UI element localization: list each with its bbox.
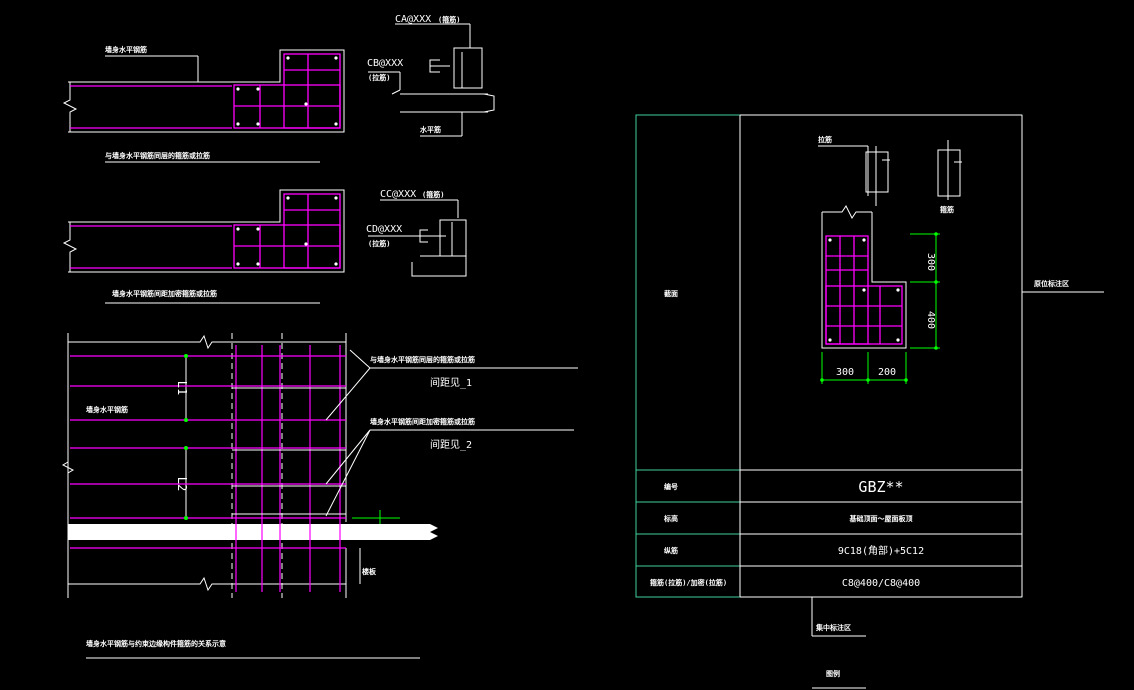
row-value-elevation: 基础顶面～屋面板顶 — [849, 514, 913, 523]
detail-a-callout-bottom: 水平筋 — [420, 125, 441, 134]
row-label-number: 编号 — [664, 482, 678, 491]
detail-c-leader-label: 墙身水平钢筋 — [86, 405, 128, 414]
detail-a-note: 与墙身水平钢筋同层的箍筋或拉筋 — [105, 151, 210, 160]
dim-200-horizontal: 200 — [878, 367, 896, 378]
row-value-stirrups: C8@400/C8@400 — [842, 578, 920, 589]
row-value-long-bars: 9C18(角部)+5C12 — [838, 544, 924, 557]
detail-c: L1 L2 墙身水平钢筋 与墙身水平钢筋同层的箍筋或拉筋 间距见_1 墙身水平钢… — [61, 333, 578, 659]
side-label: 原位标注区 — [1034, 279, 1069, 288]
detail-a-callout-ca-tag: (箍筋) — [438, 15, 460, 24]
detail-a: 墙身水平钢筋 与墙身水平钢筋同层的箍筋或拉筋 CA@XXX (箍筋) CB@XX… — [62, 14, 495, 163]
detail-a-callout-cb-tag: (拉筋) — [368, 73, 390, 82]
detail-a-callout-cb: CB@XXX — [367, 58, 403, 69]
dim-300-vertical: 300 — [925, 253, 936, 271]
bottom-label: 集中标注区 — [815, 623, 851, 632]
row-label-elevation: 标高 — [663, 514, 678, 523]
detail-a-callout-ca: CA@XXX — [395, 14, 431, 25]
detail-c-note-1: 与墙身水平钢筋同层的箍筋或拉筋 — [370, 355, 475, 364]
detail-b-callout-cd: CD@XXX — [366, 224, 402, 235]
column-table: 截面 拉筋 箍筋 — [635, 114, 1104, 689]
table-section-label: 截面 — [664, 289, 678, 298]
detail-c-caption: 墙身水平钢筋与约束边缘构件箍筋的关系示意 — [86, 639, 226, 648]
dim-400-vertical: 400 — [925, 311, 936, 329]
detail-b-callout-cc: CC@XXX — [380, 189, 416, 200]
slab-label: 楼板 — [362, 567, 377, 576]
detail-c-note-2: 墙身水平钢筋间距加密箍筋或拉筋 — [370, 417, 475, 426]
row-label-long-bars: 纵筋 — [664, 546, 678, 555]
row-value-number: GBZ** — [858, 478, 903, 496]
tie-label-1: 拉筋 — [818, 135, 832, 144]
detail-c-spacing-2: 间距见_2 — [430, 438, 472, 451]
row-label-stirrups: 箍筋(拉筋)/加密(拉筋) — [650, 578, 727, 587]
detail-b: 墙身水平钢筋间距加密箍筋或拉筋 CC@XXX (箍筋) CD@XXX (拉筋) — [62, 189, 467, 304]
detail-c-spacing-1: 间距见_1 — [430, 376, 472, 389]
footer-label: 图例 — [826, 669, 840, 678]
detail-a-leader-label: 墙身水平钢筋 — [105, 45, 147, 54]
detail-b-callout-cc-tag: (箍筋) — [422, 190, 444, 199]
dim-l2: L2 — [175, 477, 189, 491]
dim-300-horizontal: 300 — [836, 367, 854, 378]
dim-l1: L1 — [175, 381, 189, 395]
detail-b-callout-cd-tag: (拉筋) — [368, 239, 390, 248]
tie-label-2: 箍筋 — [940, 205, 954, 214]
detail-b-note: 墙身水平钢筋间距加密箍筋或拉筋 — [112, 289, 217, 298]
